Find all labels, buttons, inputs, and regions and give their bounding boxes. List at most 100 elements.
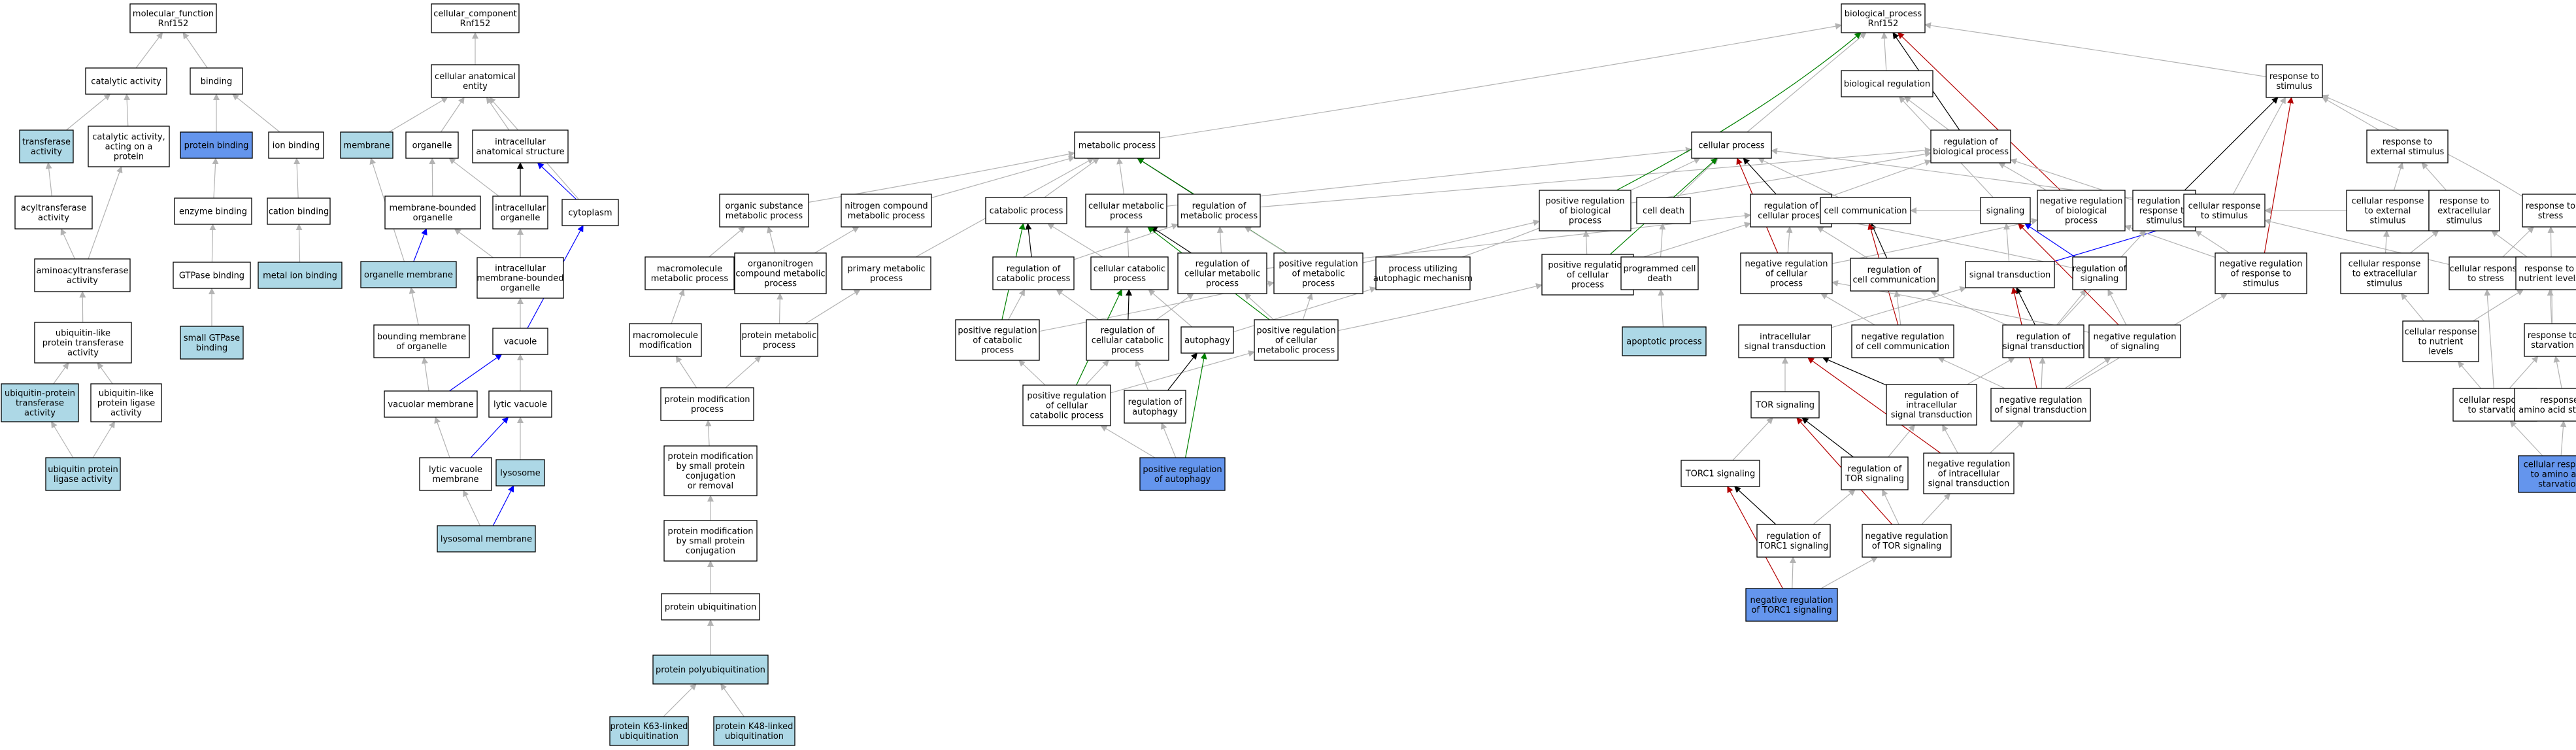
relation-edge-is-a	[1816, 226, 1869, 259]
go-term-node: organelle membrane	[360, 261, 457, 288]
relation-edge-is-a	[663, 683, 697, 717]
go-term-node: vacuole	[492, 328, 548, 355]
go-term-label: protein binding	[184, 141, 249, 151]
go-term-node: lysosome	[495, 459, 545, 486]
go-term-label: cellular catabolic	[1094, 264, 1165, 274]
relation-edge-is-a	[1116, 158, 1125, 195]
relation-edge-is-a	[1942, 424, 1958, 454]
relation-edge-part-of	[1733, 486, 1777, 525]
go-term-box	[1254, 319, 1339, 361]
go-term-box	[1820, 197, 1911, 224]
go-term-label: process utilizing	[1388, 264, 1457, 274]
go-term-box	[19, 129, 74, 163]
relation-edge-is-a	[2457, 361, 2482, 389]
go-term-label: to stress	[2467, 274, 2504, 284]
go-term-box	[85, 67, 167, 95]
go-term-label: vacuole	[504, 337, 537, 347]
go-term-label: cellular response	[2459, 396, 2532, 405]
relation-edge-regulates	[449, 354, 503, 392]
go-term-label: signal transduction	[1745, 342, 1826, 352]
go-term-label: of biological	[2056, 207, 2107, 216]
go-term-label: of autophagy	[1154, 475, 1211, 485]
relation-edge-is-a	[1148, 289, 1193, 328]
go-term-label: acting on a	[105, 143, 153, 152]
go-term-box	[2449, 256, 2523, 290]
relation-edge-is-a	[1924, 22, 2267, 77]
go-term-label: stimulus	[2366, 279, 2402, 289]
relation-edge-is-a	[182, 32, 208, 69]
go-term-label: membrane-bounded	[477, 274, 563, 284]
go-term-box	[1177, 252, 1267, 294]
go-term-label: molecular_function	[133, 9, 214, 19]
go-term-box	[340, 131, 393, 159]
go-term-label: cellular process	[1698, 141, 1765, 151]
go-term-box	[841, 194, 932, 228]
go-term-label: response to	[2526, 201, 2575, 211]
relation-edge-is-a	[1008, 289, 1026, 320]
go-term-label: lytic vacuole	[429, 465, 482, 475]
go-term-label: small GTPase	[184, 333, 240, 343]
relation-edge-is-a	[1820, 556, 1878, 589]
go-term-node: catalytic activity	[85, 67, 167, 95]
go-term-node: GTPase binding	[173, 262, 251, 289]
go-term-label: response to	[2139, 207, 2189, 216]
go-term-box	[719, 194, 809, 228]
go-term-label: process	[691, 405, 724, 415]
relation-edge-part-of	[1822, 356, 1887, 386]
relation-edge-part-of	[2016, 287, 2036, 326]
go-term-label: regulation of	[1944, 137, 1998, 147]
relation-edge-is-a	[1998, 162, 2047, 191]
relation-edge-negatively-regulates	[1897, 32, 2061, 191]
go-term-box	[2346, 190, 2430, 231]
go-term-label: signal transduction	[1969, 271, 2051, 281]
go-term-label: process	[1111, 346, 1144, 356]
go-term-node: lysosomal membrane	[437, 525, 536, 553]
go-term-label: response to	[2383, 137, 2432, 147]
go-term-box	[1620, 256, 1699, 290]
go-term-label: intracellular	[1760, 332, 1811, 342]
go-term-label: regulation of	[1007, 264, 1061, 274]
relation-edge-is-a	[1085, 360, 1109, 386]
go-term-label: catabolic process	[990, 207, 1063, 216]
relation-edge-is-a	[1771, 148, 2184, 206]
relation-edge-is-a	[805, 289, 861, 324]
go-term-box	[1965, 261, 2055, 288]
go-term-box	[437, 525, 536, 553]
go-term-label: vacuolar membrane	[388, 400, 473, 410]
go-term-box	[1180, 326, 1234, 354]
go-term-label: autophagy	[1184, 336, 1230, 346]
go-term-label: of TORC1 signaling	[1751, 605, 1832, 615]
go-term-label: regulation of	[1101, 326, 1155, 336]
go-term-label: compound metabolic	[735, 269, 825, 279]
go-term-label: intracellular	[1906, 401, 1957, 411]
go-term-label: positive regulation	[1256, 326, 1335, 336]
go-term-box	[992, 256, 1075, 290]
go-term-box	[174, 197, 252, 225]
relation-edge-is-a	[1244, 226, 1287, 254]
go-term-label: bounding membrane	[377, 332, 466, 342]
go-term-label: to stimulus	[2201, 211, 2248, 221]
go-term-node: cell death	[1636, 197, 1691, 224]
relation-edge-part-of	[2184, 97, 2279, 191]
go-term-label: autophagy	[1132, 407, 1178, 417]
relation-edge-is-a	[1124, 226, 1131, 258]
